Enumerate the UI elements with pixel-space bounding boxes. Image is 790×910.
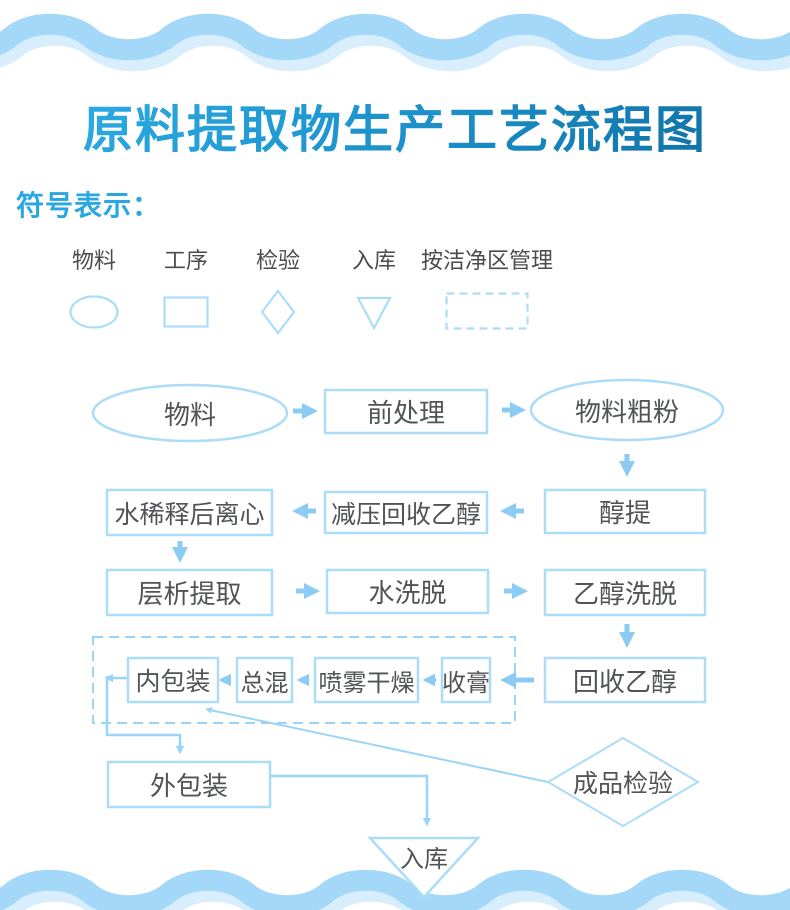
coarse-powder-ellipse [529,378,725,442]
vacuum-recovery-box [323,490,489,535]
node-ethanol-recovery: 回收乙醇 [572,666,677,697]
legend-label-inspection: 检验 [255,248,300,273]
inspection-diamond-icon [260,289,296,335]
water-elution-box [325,568,490,615]
node-outer-packaging: 外包装 [149,771,228,801]
node-coarse-powder: 物料粗粉 [574,396,679,427]
spray-drying-box [313,656,420,704]
node-material: 物料 [163,399,216,430]
node-paste-collection: 收膏 [442,669,490,697]
connector-inner-to-outer-packaging [105,676,185,755]
legend-label-material: 物料 [71,248,116,273]
material-ellipse-icon [69,295,119,329]
top-wave-decoration [0,13,790,72]
legend-item-process: 工序 [151,246,221,328]
inspection-diamond [546,736,700,828]
total-mixing-box [235,656,294,704]
ethanol-recovery-box [543,656,707,704]
clean-area-dashed-icon [445,292,529,330]
node-centrifugation: 水稀释后离心 [114,500,265,529]
node-alcohol-extraction: 醇提 [598,498,651,528]
node-vacuum-recovery: 减压回收乙醇 [330,500,481,529]
legend-item-clean-area: 按洁净区管理 [413,246,561,330]
material-ellipse [91,383,289,443]
warehousing-triangle-icon [356,296,392,331]
node-water-elution: 水洗脱 [368,578,447,608]
legend-item-material: 物料 [59,246,129,329]
connector-outer-packaging-to-warehousing [270,774,432,827]
node-pretreatment: 前处理 [366,398,445,428]
legend-item-warehousing: 入库 [339,246,409,331]
node-chromatography: 层析提取 [137,579,242,609]
connector-inspection-to-inner-packaging [205,707,549,783]
legend-heading: 符号表示： [16,190,162,221]
pretreatment-box [323,388,489,435]
legend-label-warehousing: 入库 [351,248,396,273]
node-spray-drying: 喷雾干燥 [318,669,415,697]
warehousing-triangle [367,836,481,899]
alcohol-extraction-box [543,488,707,535]
outer-packaging-box [106,760,272,809]
flow-arrows [171,401,636,689]
top-wave-main [0,13,790,61]
legend-label-process: 工序 [163,248,208,273]
node-warehousing: 入库 [400,845,448,873]
centrifugation-box [105,488,274,537]
paste-collection-box [440,656,492,704]
chromatography-box [105,568,274,617]
legend-item-inspection: 检验 [243,246,313,335]
flow-connectors [104,673,549,827]
ethanol-elution-box [543,568,707,617]
node-finished-inspection: 成品检验 [572,770,673,798]
inner-packaging-box [126,656,220,704]
bottom-wave-decoration [0,869,790,910]
bottom-wave-main [0,869,790,910]
node-total-mixing: 总混 [240,669,289,697]
process-rect-icon [163,296,209,328]
node-ethanol-elution: 乙醇洗脱 [572,579,677,609]
node-inner-packaging: 内包装 [135,668,211,696]
page-title: 原料提取物生产工艺流程图 [0,90,790,162]
legend-label-clean-area: 按洁净区管理 [420,248,553,273]
flow-node-shapes [91,378,725,899]
